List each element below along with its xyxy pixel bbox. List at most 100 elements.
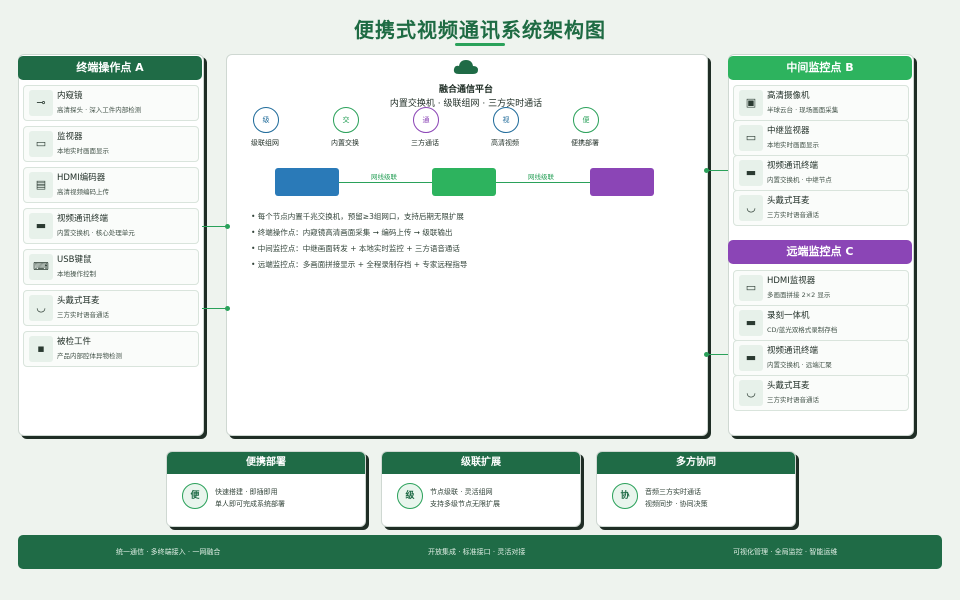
- device-name: 高清摄像机: [767, 91, 810, 101]
- connector-a-bottom: [202, 308, 228, 309]
- device-item: ▬ 录刻一体机 CD/蓝光双格式录制存档: [733, 305, 909, 341]
- footer-right-text: 可视化管理 · 全局监控 · 智能运维: [733, 548, 838, 556]
- device-desc: 本地操作控制: [57, 270, 96, 278]
- device-item: ⊸ 内窥镜高清探头 · 深入工件内部检测: [23, 85, 199, 121]
- remote-c-heading: 远端监控点 C: [728, 240, 912, 264]
- device-name: 录刻一体机: [767, 311, 810, 321]
- device-desc: CD/蓝光双格式录制存档: [767, 326, 838, 334]
- feature-card-line2: 支持多级节点无限扩展: [430, 500, 500, 508]
- monitor-icon: ▭: [29, 131, 53, 157]
- feature-node-label: 内置交换: [331, 139, 359, 147]
- device-item: ◡ 头戴式耳麦三方实时语音通话: [733, 375, 909, 411]
- footer-center-text: 开放集成 · 标准接口 · 灵活对接: [428, 548, 526, 556]
- device-item: ▣ 高清摄像机半球云台 · 现场画面采集: [733, 85, 909, 121]
- device-item: ▬ 视频通讯终端内置交换机 · 中继节点: [733, 155, 909, 191]
- headset-icon: ◡: [29, 295, 53, 321]
- cascade-link-label-1: 网线级联: [371, 173, 397, 181]
- device-desc: 产品内部腔体异物检测: [57, 352, 122, 360]
- device-name: HDMI监视器: [767, 276, 816, 286]
- platform-bullet-2: • 终端操作点：内窥镜高清画面采集 ➞ 编码上传 ➞ 级联输出: [251, 228, 453, 237]
- device-name: USB键鼠: [57, 255, 92, 265]
- recorder-icon: ▬: [739, 310, 763, 336]
- device-name: 视频通讯终端: [57, 214, 109, 224]
- footer-left-text: 统一通信 · 多终端接入 · 一网融合: [116, 548, 221, 556]
- device-name: 头戴式耳麦: [767, 381, 810, 391]
- device-desc: 高清视频编码上传: [57, 188, 109, 196]
- feature-card: 多方协同协音频三方实时通话视频同步 · 协同决策: [596, 451, 796, 527]
- diagram-title: 便携式视频通讯系统架构图: [354, 18, 606, 42]
- feature-card-badge: 便: [182, 483, 208, 509]
- connector-dot: [225, 224, 230, 229]
- device-desc: 内置交换机 · 核心处理单元: [57, 229, 135, 237]
- device-desc: 高清探头 · 深入工件内部检测: [57, 106, 142, 114]
- encoder-icon: ▤: [29, 172, 53, 198]
- platform-bullet-3: • 中间监控点：中继画面转发 + 本地实时监控 + 三方语音通话: [251, 244, 460, 253]
- device-item: ▬视频通讯终端内置交换机 · 核心处理单元: [23, 208, 199, 244]
- device-name: 监视器: [57, 132, 83, 142]
- device-name: 中继监视器: [767, 126, 810, 136]
- monitor-icon: ▭: [739, 125, 763, 151]
- terminal-icon: ▬: [739, 345, 763, 371]
- connector-dot: [704, 168, 709, 173]
- device-name: HDMI编码器: [57, 173, 106, 183]
- feature-card: 级联扩展级节点级联 · 灵活组网支持多级节点无限扩展: [381, 451, 581, 527]
- footer-bar: [18, 535, 942, 569]
- platform-panel: [226, 54, 708, 436]
- middle-b-heading: 中间监控点 B: [728, 56, 912, 80]
- device-item: ▭ 监视器本地实时画面显示: [23, 126, 199, 162]
- camera-icon: ▣: [739, 90, 763, 116]
- device-desc: 三方实时语音通话: [57, 311, 109, 319]
- device-item: ▪ 被检工件产品内部腔体异物检测: [23, 331, 199, 367]
- node-block-b: [432, 168, 496, 196]
- connector-c: [706, 354, 730, 355]
- device-desc: 三方实时语音通话: [767, 211, 819, 219]
- device-item: ⌨USB键鼠本地操作控制: [23, 249, 199, 285]
- device-desc: 本地实时画面显示: [767, 141, 819, 149]
- device-desc: 三方实时语音通话: [767, 396, 819, 404]
- workpiece-icon: ▪: [29, 336, 53, 362]
- device-name: 视频通讯终端: [767, 346, 819, 356]
- feature-node: 交: [333, 107, 359, 133]
- feature-node-label: 便携部署: [571, 139, 599, 147]
- feature-card-line2: 单人即可完成系统部署: [215, 500, 285, 508]
- connector-b: [706, 170, 730, 171]
- feature-card-badge: 级: [397, 483, 423, 509]
- device-name: 头戴式耳麦: [57, 296, 100, 306]
- feature-card-badge: 协: [612, 483, 638, 509]
- terminal-a-heading: 终端操作点 A: [18, 56, 202, 80]
- node-block-a: [275, 168, 339, 196]
- device-name: 被检工件: [57, 337, 92, 347]
- feature-card-line2: 视频同步 · 协同决策: [645, 500, 708, 508]
- platform-title: 融合通信平台: [438, 85, 493, 95]
- device-item: ▬ 视频通讯终端内置交换机 · 远端汇聚: [733, 340, 909, 376]
- connector-dot: [704, 352, 709, 357]
- feature-card-heading: 便携部署: [167, 452, 365, 474]
- device-item: ▭ HDMI监视器多画面拼接 2×2 显示: [733, 270, 909, 306]
- feature-node-label: 级联组网: [251, 139, 279, 147]
- headset-icon: ◡: [739, 195, 763, 221]
- device-item: ▤ HDMI编码器高清视频编码上传: [23, 167, 199, 203]
- feature-card-line1: 节点级联 · 灵活组网: [430, 488, 493, 496]
- platform-bullet-1: • 每个节点内置千兆交换机，预留≥3组网口，支持后期无限扩展: [251, 212, 464, 221]
- monitor-icon: ▭: [739, 275, 763, 301]
- platform-subtitle: 内置交换机 · 级联组网 · 三方实时通话: [389, 99, 543, 109]
- feature-card-line1: 音频三方实时通话: [645, 488, 701, 496]
- cloud-icon: [453, 60, 478, 74]
- node-block-c: [590, 168, 654, 196]
- cascade-link-1: [339, 182, 432, 183]
- device-item: ▭ 中继监视器本地实时画面显示: [733, 120, 909, 156]
- device-name: 视频通讯终端: [767, 161, 819, 171]
- device-desc: 本地实时画面显示: [57, 147, 109, 155]
- device-desc: 半球云台 · 现场画面采集: [767, 106, 839, 114]
- feature-node: 级: [253, 107, 279, 133]
- probe-icon: ⊸: [29, 90, 53, 116]
- device-name: 内窥镜: [57, 91, 83, 101]
- headset-icon: ◡: [739, 380, 763, 406]
- feature-card-heading: 级联扩展: [382, 452, 580, 474]
- terminal-icon: ▬: [739, 160, 763, 186]
- device-desc: 多画面拼接 2×2 显示: [767, 291, 831, 299]
- device-desc: 内置交换机 · 远端汇聚: [767, 361, 832, 369]
- device-desc: 内置交换机 · 中继节点: [767, 176, 832, 184]
- title-underline: [455, 43, 505, 46]
- feature-node: 通: [413, 107, 439, 133]
